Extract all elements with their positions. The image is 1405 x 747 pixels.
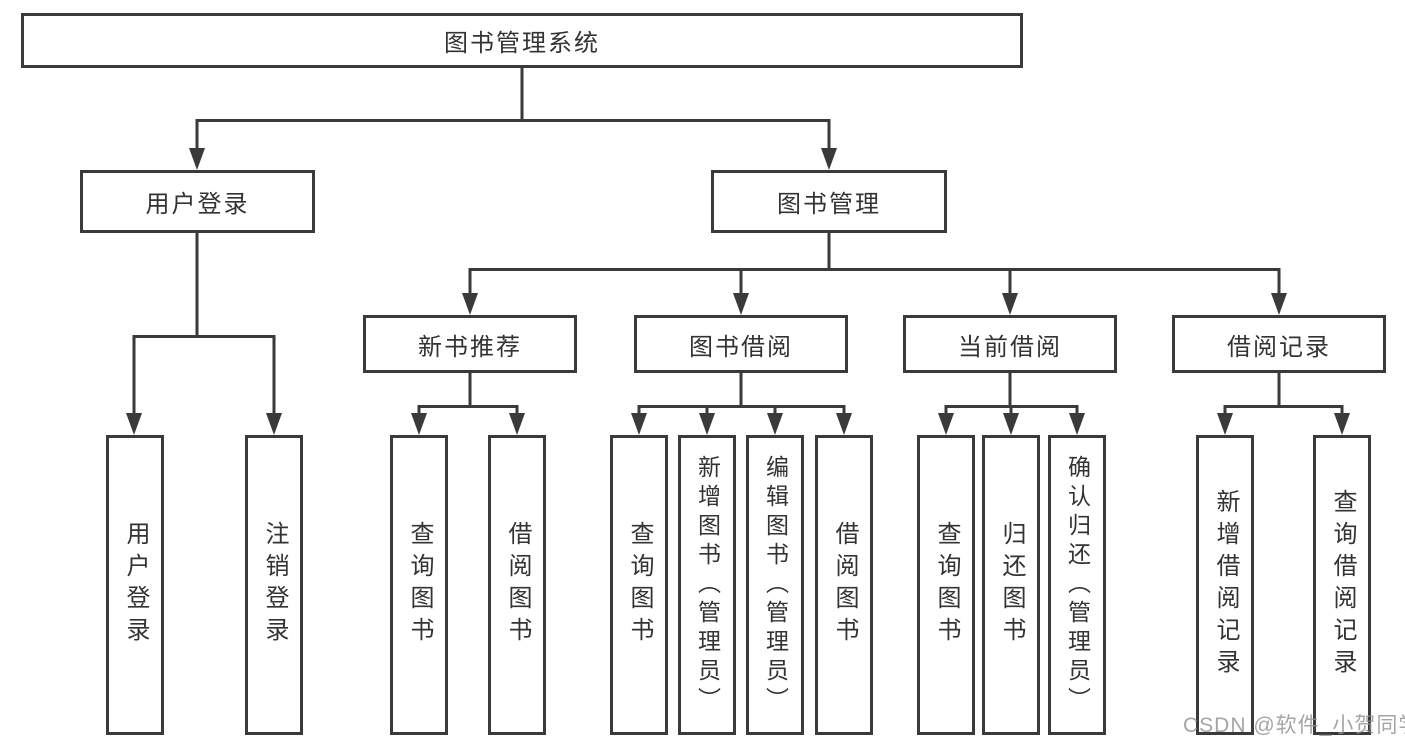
arrowhead-book-management <box>821 148 837 170</box>
node-leaf-query-books-1: 查询图书 <box>390 435 448 735</box>
arrowhead-bb-leaf3 <box>767 413 783 435</box>
arrowhead-bb-leaf1 <box>631 413 647 435</box>
node-borrowing-records: 借阅记录 <box>1172 315 1386 373</box>
node-leaf-return-books: 归还图书 <box>982 435 1040 735</box>
arrowhead-br-leaf1 <box>1217 413 1233 435</box>
node-label: 图书借阅 <box>689 333 793 361</box>
node-label: 新增图书（管理员） <box>694 454 721 716</box>
node-label: 新书推荐 <box>418 333 522 361</box>
arrowhead-user-login <box>189 148 205 170</box>
node-label: 图书管理系统 <box>444 30 600 57</box>
node-leaf-confirm-return-admin: 确认归还（管理员） <box>1048 435 1106 735</box>
node-leaf-logout: 注销登录 <box>245 435 303 735</box>
arrowhead-current-borrowing <box>1002 293 1018 315</box>
node-label: 注销登录 <box>261 521 288 649</box>
node-label: 用户登录 <box>145 191 250 218</box>
node-leaf-query-borrow-record: 查询借阅记录 <box>1313 435 1371 735</box>
node-label: 编辑图书（管理员） <box>762 454 789 716</box>
arrowhead-book-borrowing <box>733 293 749 315</box>
node-leaf-add-borrow-record: 新增借阅记录 <box>1196 435 1254 735</box>
node-leaf-query-books-2: 查询图书 <box>610 435 668 735</box>
node-leaf-query-books-3: 查询图书 <box>917 435 975 735</box>
arrowhead-br-leaf2 <box>1334 413 1350 435</box>
arrowhead-login-leaf <box>126 413 142 435</box>
node-leaf-borrow-books-2: 借阅图书 <box>815 435 873 735</box>
node-leaf-borrow-books-1: 借阅图书 <box>488 435 546 735</box>
node-label: 查询图书 <box>933 521 960 649</box>
node-current-borrowing: 当前借阅 <box>903 315 1117 373</box>
arrowhead-new-book <box>462 293 478 315</box>
node-book-management: 图书管理 <box>711 170 947 233</box>
node-leaf-edit-books-admin: 编辑图书（管理员） <box>746 435 804 735</box>
node-user-login: 用户登录 <box>80 170 315 233</box>
arrowhead-bb-leaf4 <box>836 413 852 435</box>
node-label: 用户登录 <box>122 521 149 649</box>
arrowhead-cb-leaf3 <box>1069 413 1085 435</box>
node-leaf-add-books-admin: 新增图书（管理员） <box>678 435 736 735</box>
node-label: 确认归还（管理员） <box>1064 454 1091 716</box>
csdn-watermark: CSDN @软件_小贺同学 <box>1183 714 1405 737</box>
node-leaf-user-login: 用户登录 <box>106 435 164 735</box>
node-book-borrowing: 图书借阅 <box>634 315 848 373</box>
node-label: 查询借阅记录 <box>1329 489 1356 681</box>
arrowhead-nb-leaf1 <box>411 413 427 435</box>
node-label: 查询图书 <box>406 521 433 649</box>
node-label: 当前借阅 <box>958 333 1062 361</box>
node-label: 借阅图书 <box>831 521 858 649</box>
arrowhead-cb-leaf1 <box>938 413 954 435</box>
node-label: 借阅图书 <box>504 521 531 649</box>
arrowhead-cb-leaf2 <box>1003 413 1019 435</box>
arrowhead-borrowing-records <box>1271 293 1287 315</box>
node-label: 查询图书 <box>626 521 653 649</box>
node-label: 借阅记录 <box>1227 333 1331 361</box>
node-new-book-recommend: 新书推荐 <box>363 315 577 373</box>
node-label: 新增借阅记录 <box>1212 489 1239 681</box>
node-label: 归还图书 <box>998 521 1025 649</box>
arrowhead-nb-leaf2 <box>509 413 525 435</box>
node-root-library-management-system: 图书管理系统 <box>21 13 1023 68</box>
arrowhead-logout-leaf <box>266 413 282 435</box>
arrowhead-bb-leaf2 <box>699 413 715 435</box>
node-label: 图书管理 <box>777 191 881 218</box>
